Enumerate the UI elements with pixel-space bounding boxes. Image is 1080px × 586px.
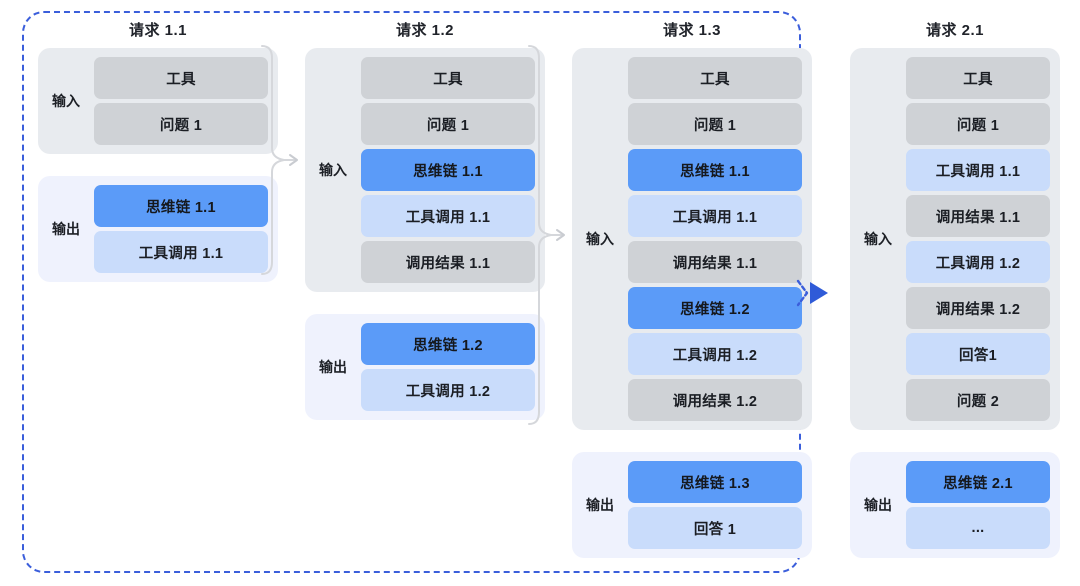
group-items: 思维链 2.1... <box>906 461 1050 549</box>
message-block[interactable]: 工具 <box>94 57 268 99</box>
group-label: 输入 <box>586 231 614 247</box>
column-title: 请求 1.3 <box>662 22 722 39</box>
group-label: 输入 <box>319 162 347 178</box>
input-group: 输入工具问题 1 <box>38 48 278 154</box>
message-block[interactable]: 调用结果 1.1 <box>361 241 535 283</box>
group-items: 工具问题 1 <box>94 57 268 145</box>
message-block[interactable]: 思维链 1.2 <box>361 323 535 365</box>
message-block[interactable]: 工具调用 1.2 <box>906 241 1050 283</box>
message-block[interactable]: 思维链 1.3 <box>628 461 802 503</box>
message-block[interactable]: 调用结果 1.2 <box>906 287 1050 329</box>
message-block[interactable]: 调用结果 1.1 <box>628 241 802 283</box>
message-block[interactable]: 调用结果 1.2 <box>628 379 802 421</box>
message-block[interactable]: 工具调用 1.2 <box>628 333 802 375</box>
column-title: 请求 2.1 <box>925 22 985 39</box>
group-label: 输出 <box>52 221 80 237</box>
group-label: 输出 <box>864 497 892 513</box>
message-block[interactable]: ... <box>906 507 1050 549</box>
column-title: 请求 1.2 <box>395 22 455 39</box>
message-block[interactable]: 问题 1 <box>94 103 268 145</box>
message-block[interactable]: 问题 1 <box>906 103 1050 145</box>
message-block[interactable]: 回答 1 <box>628 507 802 549</box>
message-block[interactable]: 问题 2 <box>906 379 1050 421</box>
group-label: 输出 <box>586 497 614 513</box>
message-block[interactable]: 回答1 <box>906 333 1050 375</box>
message-block[interactable]: 工具调用 1.1 <box>906 149 1050 191</box>
message-block[interactable]: 思维链 1.1 <box>361 149 535 191</box>
message-block[interactable]: 思维链 1.1 <box>94 185 268 227</box>
message-block[interactable]: 思维链 2.1 <box>906 461 1050 503</box>
message-block[interactable]: 工具 <box>628 57 802 99</box>
message-block[interactable]: 思维链 1.1 <box>628 149 802 191</box>
message-block[interactable]: 工具调用 1.1 <box>628 195 802 237</box>
column-title: 请求 1.1 <box>128 22 188 39</box>
message-block[interactable]: 问题 1 <box>361 103 535 145</box>
message-block[interactable]: 工具调用 1.1 <box>361 195 535 237</box>
message-block[interactable]: 工具调用 1.1 <box>94 231 268 273</box>
message-block[interactable]: 思维链 1.2 <box>628 287 802 329</box>
message-block[interactable]: 问题 1 <box>628 103 802 145</box>
output-group: 输出思维链 2.1... <box>850 452 1060 558</box>
message-block[interactable]: 工具 <box>906 57 1050 99</box>
group-label: 输入 <box>864 231 892 247</box>
group-label: 输出 <box>319 359 347 375</box>
connector-arrow-to-request-2 <box>796 279 828 307</box>
message-block[interactable]: 工具调用 1.2 <box>361 369 535 411</box>
message-block[interactable]: 调用结果 1.1 <box>906 195 1050 237</box>
message-block[interactable]: 工具 <box>361 57 535 99</box>
group-label: 输入 <box>52 93 80 109</box>
